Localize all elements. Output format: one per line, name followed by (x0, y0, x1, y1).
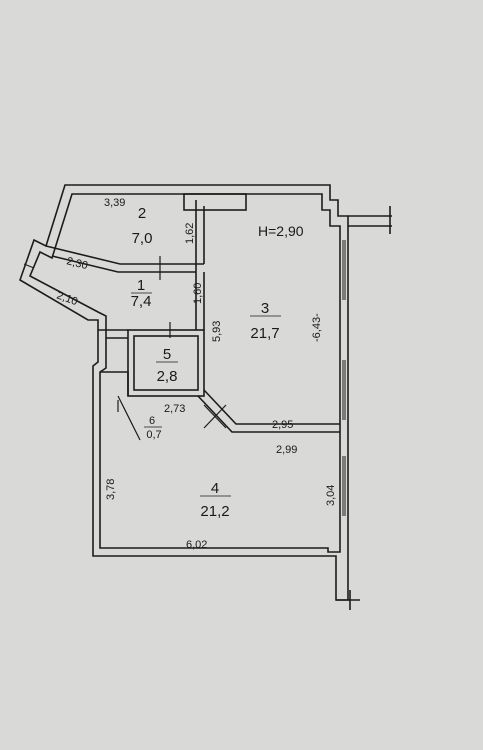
room-6-number: 6 (149, 415, 155, 427)
dim-2-73: 2,73 (164, 403, 185, 415)
balcony-marks (336, 206, 392, 610)
dim-3-04: 3,04 (325, 485, 337, 506)
dim-2-99: 2,99 (276, 444, 297, 456)
room-5-number: 5 (163, 346, 171, 363)
room-4-area: 21,2 (200, 503, 229, 520)
room-4-number: 4 (211, 480, 219, 497)
dim-5-93: 5,93 (211, 321, 223, 342)
dim-1-60: 1,60 (192, 283, 204, 304)
dim-2-95: 2,95 (272, 419, 293, 431)
room-1-number: 1 (137, 277, 145, 294)
room-2-number: 2 (138, 205, 146, 222)
outer-walls (19, 184, 349, 601)
windows (23, 240, 346, 516)
room-3-area: 21,7 (250, 325, 279, 342)
room-5-area: 2,8 (157, 368, 178, 385)
room-labels: 2 7,0 1 7,4 3 21,7 5 2,8 4 21,2 6 0,7 (131, 205, 281, 520)
interior-walls (45, 193, 340, 433)
dim-2-30: 2,30 (65, 255, 89, 272)
dim-6-43: -6,43- (311, 313, 323, 342)
room-3-number: 3 (261, 300, 269, 317)
ceiling-height: H=2,90 (258, 223, 304, 239)
dim-top-left: 3,39 (104, 197, 125, 209)
room-2-area: 7,0 (132, 230, 153, 247)
door-marks (117, 256, 227, 441)
dimension-labels: 3,39 2,30 2,10 1,62 1,60 5,93 -6,43- 2,7… (55, 197, 337, 551)
dim-6-02: 6,02 (186, 539, 207, 551)
dim-1-62: 1,62 (184, 223, 196, 244)
room-1-area: 7,4 (131, 293, 152, 310)
dim-2-10: 2,10 (55, 290, 79, 309)
dim-3-78: 3,78 (105, 479, 117, 500)
room-6-area: 0,7 (146, 429, 161, 441)
